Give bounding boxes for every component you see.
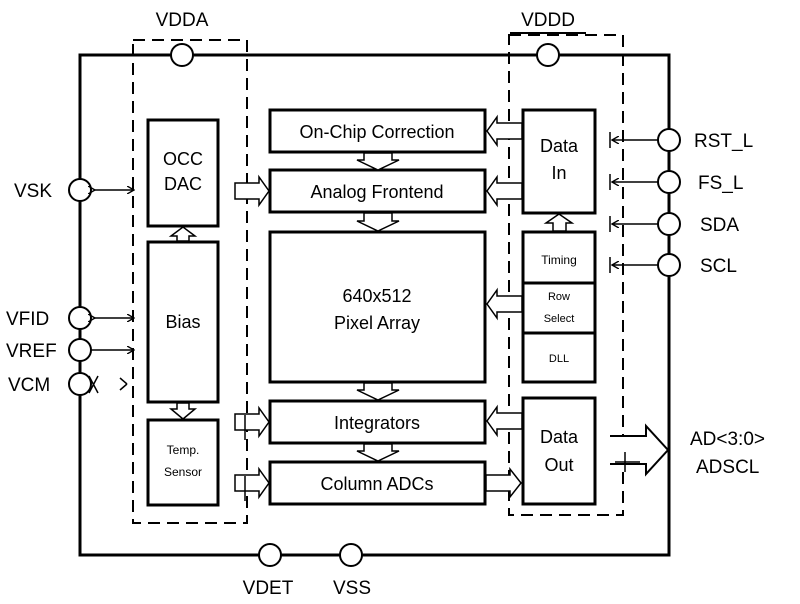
- vcm-label: VCM: [8, 375, 50, 396]
- bias-to-temp-arrow: [168, 402, 198, 420]
- data-in-to-frontend-arrow: [486, 174, 523, 208]
- data-out-block: [521, 396, 597, 506]
- vss-pad: [339, 543, 363, 567]
- data-in-block: [521, 108, 597, 215]
- integrators-label: Integrators: [334, 413, 420, 433]
- vfid-label: VFID: [6, 309, 49, 330]
- timing-to-data-in-arrow: [543, 213, 575, 232]
- chip-outline: [78, 53, 671, 557]
- ad-label: AD<3:0>: [690, 429, 765, 450]
- rst-l-pad: [657, 128, 681, 152]
- occ-dac-label-1: OCC: [163, 149, 203, 169]
- on-chip-correction-block: [268, 108, 487, 154]
- adcs-to-data-out-arrow: [485, 466, 522, 500]
- scl-label: SCL: [700, 256, 737, 277]
- occ-dac-block: [146, 118, 220, 228]
- analog-frontend-label: Analog Frontend: [310, 182, 443, 202]
- ad-output-bus-arrow: [610, 423, 670, 477]
- rst-l-label: RST_L: [694, 131, 753, 152]
- data-in-label-2: In: [551, 163, 566, 183]
- adscl-label: ADSCL: [696, 457, 759, 478]
- bias-to-occ-arrow: [168, 226, 198, 242]
- vdda-pad: [170, 43, 194, 67]
- array-to-integrators-arrow: [356, 382, 400, 401]
- vddd-label: VDDD: [521, 10, 575, 31]
- vcm-connection: [88, 375, 128, 394]
- vref-pad: [68, 338, 92, 362]
- data-in-label-1: Data: [540, 136, 579, 156]
- vddd-pad: [536, 43, 560, 67]
- analog-domain-boundary: [132, 39, 248, 524]
- temp-sensor-block: [146, 418, 220, 507]
- temp-to-adcs-arrow: [234, 466, 270, 500]
- fs-l-pad: [657, 170, 681, 194]
- sda-label: SDA: [700, 215, 739, 236]
- data-in-to-correction-arrow: [486, 114, 523, 148]
- temp-sensor-label-2: Sensor: [164, 465, 202, 479]
- pixel-array-label-2: Pixel Array: [334, 313, 420, 333]
- occ-dac-label-2: DAC: [164, 174, 202, 194]
- vdet-pad: [258, 543, 282, 567]
- timing-label: Timing: [541, 253, 577, 267]
- occ-to-frontend-arrow: [234, 174, 270, 208]
- data-out-to-integrators-arrow: [486, 404, 523, 438]
- bias-block: [146, 240, 220, 404]
- pixel-array-label-1: 640x512: [342, 286, 411, 306]
- vdet-label: VDET: [243, 578, 294, 599]
- vfid-pad: [68, 306, 92, 330]
- vcm-pad: [68, 372, 92, 396]
- vdda-label: VDDA: [156, 10, 209, 31]
- dll-label: DLL: [549, 353, 569, 365]
- integrators-to-adcs-arrow: [356, 443, 400, 462]
- column-adcs-block: [268, 460, 487, 506]
- row-select-to-array-arrow: [486, 287, 523, 321]
- scl-pad: [657, 253, 681, 277]
- integrators-block: [268, 399, 487, 445]
- sda-pad: [657, 212, 681, 236]
- bias-label: Bias: [165, 312, 200, 332]
- correction-to-frontend-arrow: [356, 152, 400, 171]
- frontend-to-array-arrow: [356, 212, 400, 232]
- column-adcs-label: Column ADCs: [320, 474, 433, 494]
- timing-row-dll-block: [521, 230, 597, 384]
- analog-frontend-block: [268, 168, 487, 214]
- temp-sensor-label-1: Temp.: [167, 443, 200, 457]
- vref-label: VREF: [6, 341, 57, 362]
- on-chip-correction-label: On-Chip Correction: [299, 122, 454, 142]
- vsk-label: VSK: [14, 181, 52, 202]
- row-select-label-2: Select: [544, 313, 575, 325]
- row-select-label-1: Row: [548, 291, 570, 303]
- data-out-label-1: Data: [540, 427, 579, 447]
- bias-to-integrators-arrow: [234, 405, 270, 439]
- digital-domain-boundary: [508, 34, 624, 516]
- pixel-array-block: [268, 230, 487, 384]
- fs-l-label: FS_L: [698, 173, 743, 194]
- data-out-label-2: Out: [544, 455, 573, 475]
- vsk-pad: [68, 178, 92, 202]
- vss-label: VSS: [333, 578, 371, 599]
